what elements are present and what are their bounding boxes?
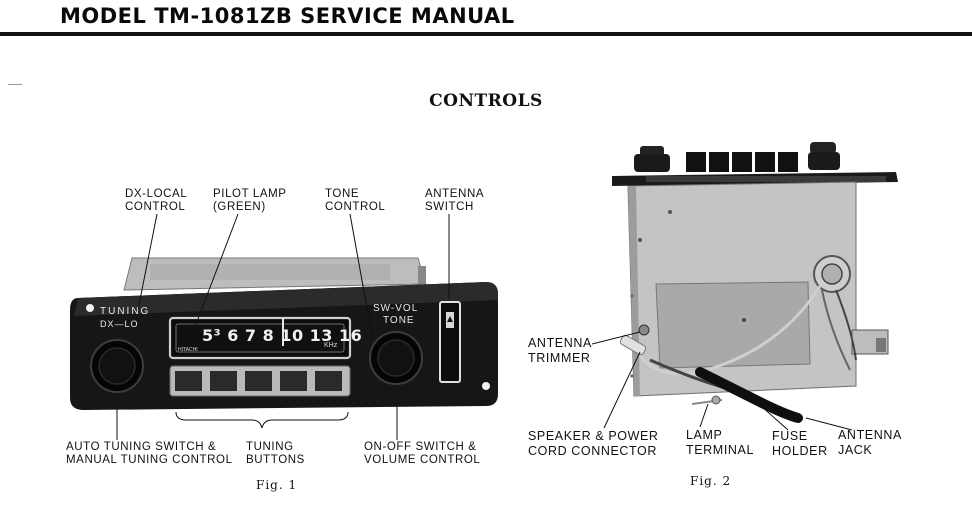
dial-brand-text: HITACHI	[178, 347, 198, 353]
panel-tone-label: TONE	[383, 315, 415, 326]
label-pilot-lamp: PILOT LAMP(GREEN)	[213, 188, 287, 213]
label-auto-tuning-switch: AUTO TUNING SWITCH &MANUAL TUNING CONTRO…	[66, 441, 233, 466]
fig2-caption: Fig. 2	[690, 474, 732, 488]
scan-mark	[8, 84, 22, 85]
header-rule	[0, 32, 972, 36]
manual-header-title: MODEL TM-1081ZB SERVICE MANUAL	[60, 4, 515, 28]
label-on-off-switch: ON-OFF SWITCH &VOLUME CONTROL	[364, 441, 481, 466]
panel-tuning-label: TUNING	[100, 306, 151, 317]
dial-unit-text: KHz	[324, 342, 338, 349]
panel-sw-vol-label: SW-VOL	[373, 303, 419, 314]
dial-scale-text: 5³ 6 7 8 10 13 16	[202, 326, 363, 345]
fig1-caption: Fig. 1	[256, 478, 298, 492]
panel-dx-lo-label: DX—LO	[100, 319, 139, 329]
section-title: CONTROLS	[429, 91, 543, 111]
